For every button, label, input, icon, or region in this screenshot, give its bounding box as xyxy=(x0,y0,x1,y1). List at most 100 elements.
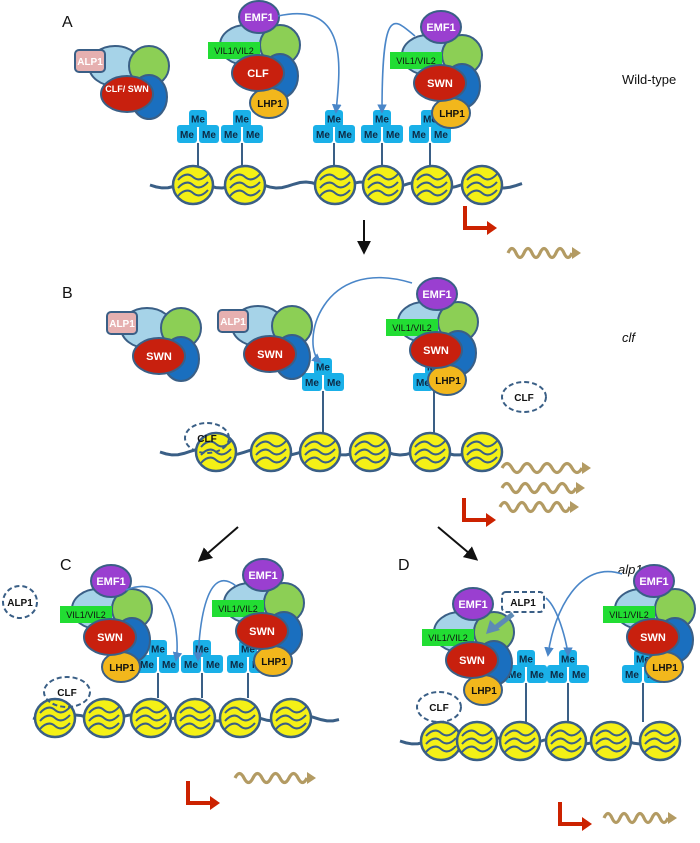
dna-wrap xyxy=(135,714,167,722)
emf1-label: EMF1 xyxy=(96,576,125,588)
nucleosome xyxy=(589,720,633,762)
nucleosome xyxy=(498,720,542,762)
methyl-mark-label: Me xyxy=(224,130,238,141)
dna-wrap xyxy=(275,706,307,714)
methyl-mark-label: Me xyxy=(338,130,352,141)
clf-absent-c-label: CLF xyxy=(57,688,76,699)
dna-wrap xyxy=(504,745,536,753)
clf-absent-b2 xyxy=(501,381,547,413)
dna-wrap xyxy=(354,448,386,456)
clf-absent-c xyxy=(43,676,91,708)
swn-label: SWN xyxy=(146,351,172,363)
vil-label: VIL1/VIL2 xyxy=(214,46,254,56)
dna-wrap xyxy=(504,729,536,737)
dna-wrap xyxy=(414,440,446,448)
nucleosome xyxy=(460,164,504,206)
emf1-label: EMF1 xyxy=(244,12,273,24)
nucleosome xyxy=(269,697,313,739)
nucleosome xyxy=(408,431,452,473)
methyl-mark xyxy=(177,125,197,143)
dna-wrap xyxy=(504,737,536,745)
panel-letter-d: D xyxy=(398,557,410,574)
condition-label-a: Wild-type xyxy=(622,72,676,87)
dna-wrap xyxy=(416,173,448,181)
panel-letter-b: B xyxy=(62,285,73,302)
methyl-mark-label: Me xyxy=(386,130,400,141)
dna-wrap xyxy=(461,737,493,745)
methyl-mark-label: Me xyxy=(202,130,216,141)
dna-wrap xyxy=(319,173,351,181)
nucleosome xyxy=(298,431,342,473)
emf1-subunit xyxy=(633,564,675,598)
nucleosome xyxy=(361,164,405,206)
lhp1-label: LHP1 xyxy=(261,657,287,668)
dna-wrap xyxy=(425,737,457,745)
vil-subunit xyxy=(603,606,655,623)
transition-arrow-b-d xyxy=(437,526,479,561)
methyltransferase-subunit xyxy=(243,335,297,373)
vil-label: VIL1/VIL2 xyxy=(392,323,432,333)
clf-label: CLF xyxy=(247,68,269,80)
dna-wrap xyxy=(200,456,232,464)
nucleosome xyxy=(171,164,215,206)
methyl-mark xyxy=(227,655,247,673)
methyl-mark-label: Me xyxy=(230,660,244,671)
methyl-mark xyxy=(203,655,223,673)
alp1-label: ALP1 xyxy=(77,57,103,68)
methyl-mark-label: Me xyxy=(316,130,330,141)
methyl-mark xyxy=(313,125,333,143)
transcription-start-b xyxy=(462,498,496,527)
dna-wrap xyxy=(414,448,446,456)
alp1-absent-d xyxy=(501,591,545,613)
methyl-mark-label: Me xyxy=(191,115,205,126)
methyl-mark xyxy=(569,665,589,683)
nucleosome xyxy=(249,431,293,473)
nucleosome xyxy=(129,697,173,739)
tss-head xyxy=(486,513,496,527)
methyl-mark-label: Me xyxy=(572,670,586,681)
alp1-subunit xyxy=(74,49,106,73)
tss-line xyxy=(558,802,584,826)
vil-label: VIL1/VIL2 xyxy=(428,633,468,643)
dna-wrap xyxy=(595,729,627,737)
methylation-spread-arrow-c2 xyxy=(193,579,237,662)
vil-label: VIL1/VIL2 xyxy=(396,56,436,66)
vil-label: VIL1/VIL2 xyxy=(66,610,106,620)
clf-absent-b xyxy=(184,422,230,454)
dna-wrap xyxy=(39,714,71,722)
dna-wrap xyxy=(595,737,627,745)
methyl-mark xyxy=(189,110,207,127)
dna-wrap xyxy=(177,173,209,181)
swn-label: SWN xyxy=(249,626,275,638)
emf1-subunit xyxy=(238,0,280,34)
transition-arrow-b-c xyxy=(197,526,239,562)
nucleosome xyxy=(218,697,262,739)
dna-wrap xyxy=(425,729,457,737)
dna-wrap xyxy=(255,440,287,448)
tss-head xyxy=(210,796,220,810)
methylation-spread-arrow-a2 xyxy=(377,22,416,114)
dna-wrap xyxy=(304,448,336,456)
emf1-subunit xyxy=(90,564,132,598)
swn-label: SWN xyxy=(257,349,283,361)
transcript-b2-head xyxy=(576,482,585,494)
methyl-mark-label: Me xyxy=(625,670,639,681)
emf1-subunit xyxy=(416,277,458,311)
clf-absent-d xyxy=(416,691,462,723)
methyl-mark xyxy=(383,125,403,143)
dna-wrap xyxy=(466,173,498,181)
tss-line xyxy=(186,781,212,805)
emf1-label: EMF1 xyxy=(458,599,487,611)
alp1-label: ALP1 xyxy=(220,317,246,328)
transcript-c xyxy=(233,771,309,785)
vil-subunit xyxy=(60,606,112,623)
methyl-mark xyxy=(547,665,567,683)
alp1-displaced-arrow xyxy=(493,612,515,630)
dna-wrap xyxy=(550,745,582,753)
vil-label: VIL1/VIL2 xyxy=(218,604,258,614)
emf1-subunit xyxy=(452,587,494,621)
lhp1-label: LHP1 xyxy=(439,109,465,120)
